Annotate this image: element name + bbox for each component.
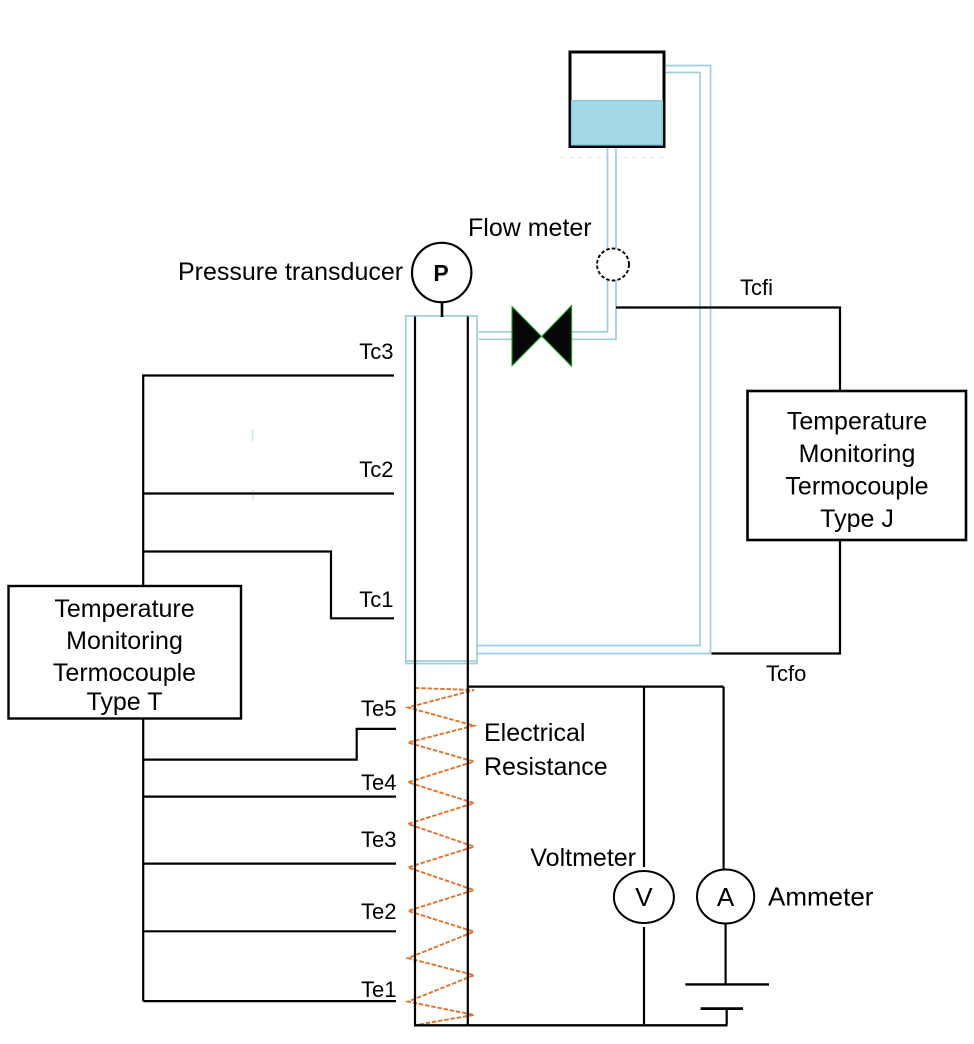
svg-text:Tc2: Tc2 [359, 457, 393, 482]
svg-text:Te5: Te5 [361, 696, 396, 721]
svg-text:Type J: Type J [820, 505, 894, 533]
svg-text:Tcfo: Tcfo [766, 661, 806, 686]
svg-text:Monitoring: Monitoring [66, 627, 183, 655]
svg-text:V: V [635, 882, 653, 912]
svg-text:P: P [433, 260, 448, 286]
svg-text:Tc1: Tc1 [359, 587, 393, 612]
svg-text:Te1: Te1 [361, 977, 396, 1002]
svg-text:Tc3: Tc3 [359, 339, 393, 364]
svg-text:Termocouple: Termocouple [785, 473, 928, 501]
svg-text:A: A [717, 882, 735, 912]
svg-text:Tcfi: Tcfi [740, 275, 773, 300]
svg-text:Monitoring: Monitoring [799, 440, 916, 468]
svg-text:Temperature: Temperature [787, 408, 927, 436]
svg-text:Termocouple: Termocouple [53, 659, 196, 687]
svg-text:Electrical: Electrical [484, 719, 585, 747]
svg-text:Ammeter: Ammeter [768, 882, 874, 912]
svg-text:Flow meter: Flow meter [468, 214, 592, 242]
svg-text:Pressure transducer: Pressure transducer [178, 258, 403, 286]
svg-text:Resistance: Resistance [484, 753, 608, 781]
svg-text:Type T: Type T [87, 688, 163, 716]
svg-text:Temperature: Temperature [54, 595, 194, 623]
svg-text:Te2: Te2 [361, 899, 396, 924]
svg-text:Voltmeter: Voltmeter [530, 844, 636, 872]
svg-text:Te3: Te3 [361, 827, 396, 852]
svg-text:Te4: Te4 [361, 770, 396, 795]
